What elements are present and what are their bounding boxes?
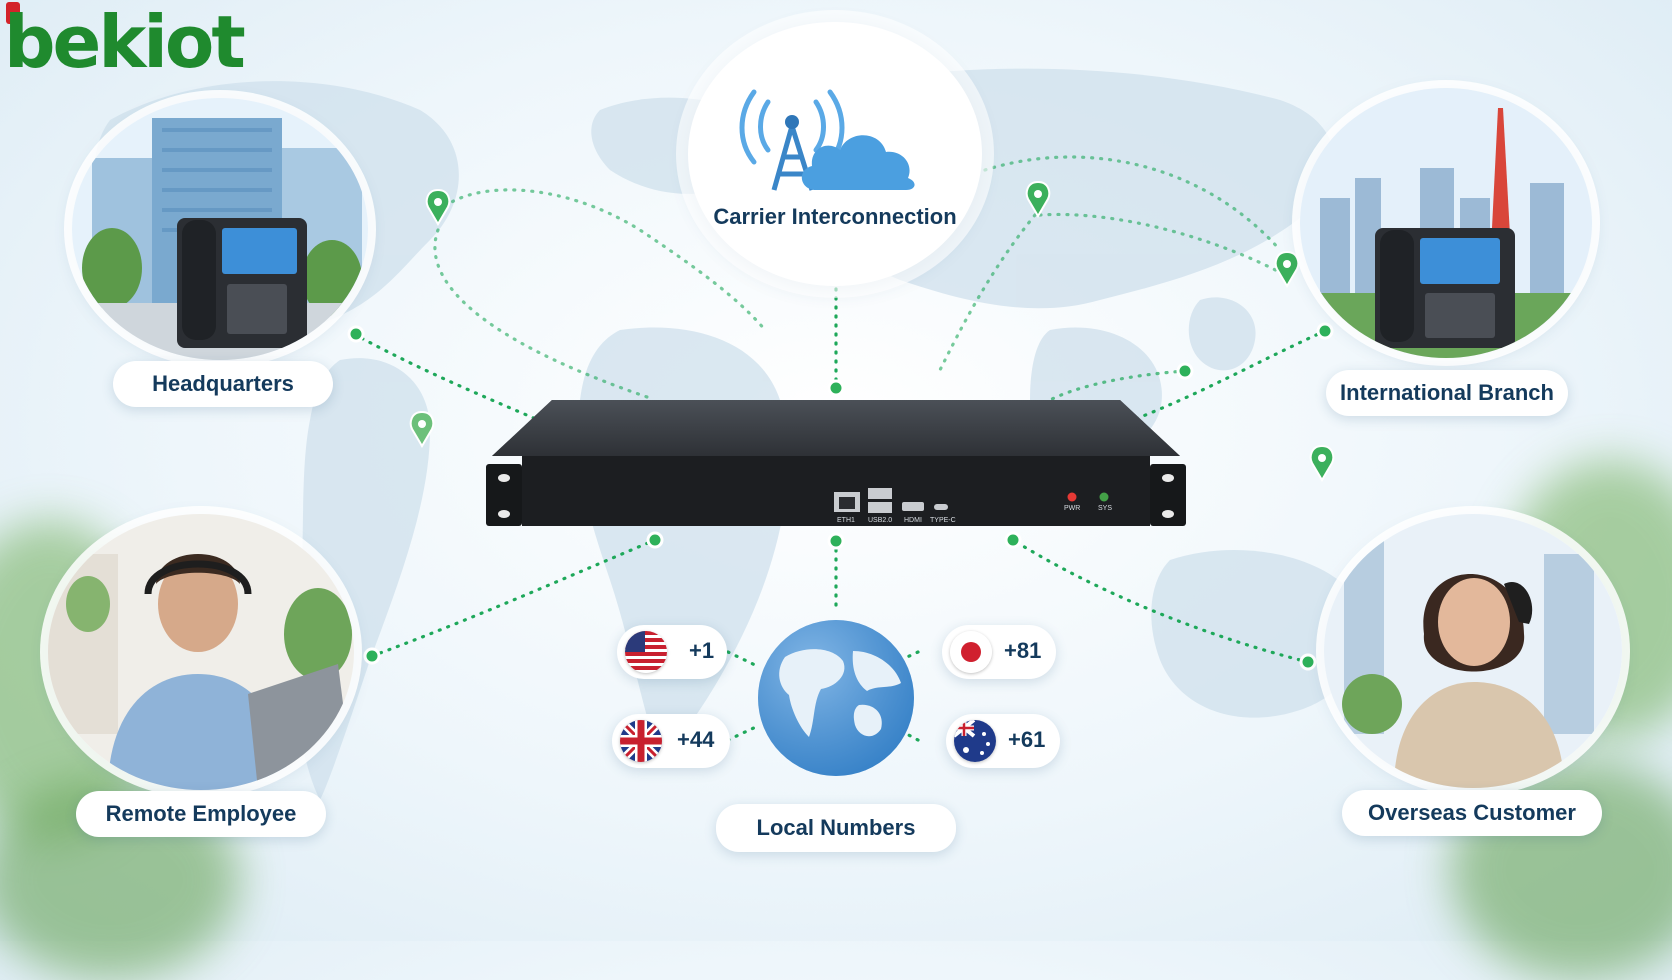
country-code-us: +1 (617, 625, 727, 679)
led-label-sys: SYS (1098, 505, 1113, 512)
cell-tower-cloud-icon (739, 89, 915, 191)
link-node-dot (363, 647, 381, 665)
link-node-dot (347, 325, 365, 343)
country-code-uk: +44 (612, 714, 730, 768)
usb-c-port-icon (934, 504, 948, 510)
globe-icon (758, 620, 914, 776)
link-node-dot (646, 531, 664, 549)
overseas-customer-photo (1324, 514, 1622, 788)
map-pin-icon (425, 188, 451, 226)
link-headquarters-arc2 (433, 228, 652, 400)
map-pin-icons (409, 180, 1335, 482)
pbx-server-device: ETH1 USB2.0 HDMI TYPE-C PWR SYS (482, 396, 1190, 538)
us-flag-icon (625, 631, 667, 673)
link-overseas-customer (1011, 538, 1310, 664)
link-code-uk (726, 723, 762, 742)
logo-text: bekiot (4, 0, 246, 84)
australia-flag-icon (954, 720, 996, 762)
international-branch-photo (1300, 88, 1592, 358)
map-pin-icon (1274, 250, 1300, 288)
led-label-pwr: PWR (1064, 505, 1081, 512)
country-code-label: +81 (1004, 638, 1042, 663)
carrier-interconnection-label: Carrier Interconnection (713, 204, 957, 229)
port-label-usb: USB2.0 (868, 517, 893, 524)
international-branch-label: International Branch (1326, 370, 1568, 416)
headquarters-label: Headquarters (113, 361, 333, 407)
link-headquarters (352, 332, 552, 427)
link-international-mid (1048, 369, 1187, 402)
link-node-dot (827, 532, 845, 550)
connection-links (347, 155, 1335, 742)
link-remote-employee (370, 538, 657, 658)
headquarters-photo (72, 98, 368, 360)
link-international (1118, 329, 1327, 427)
sys-led-icon (1099, 492, 1109, 502)
link-node-dot (1316, 322, 1334, 340)
port-label-typec: TYPE-C (930, 517, 956, 524)
map-pin-icon (1309, 444, 1335, 482)
link-headquarters-arc (436, 188, 767, 332)
link-node-dot (1176, 362, 1194, 380)
remote-employee-label: Remote Employee (76, 791, 326, 837)
logo-accent-mark (6, 2, 20, 24)
country-code-label: +1 (689, 638, 715, 663)
map-pin-icon (409, 410, 435, 448)
link-international-arc2 (1038, 212, 1287, 277)
link-node-dot (1299, 653, 1317, 671)
country-code-label: +61 (1008, 727, 1046, 752)
link-international-arc (983, 155, 1282, 252)
port-label-eth1: ETH1 (837, 517, 855, 524)
usb-port-icon (868, 488, 892, 499)
link-node-dot (1004, 531, 1022, 549)
country-code-jp: +81 (942, 625, 1056, 679)
link-code-us (726, 650, 757, 667)
local-numbers-label: Local Numbers (716, 804, 956, 852)
japan-flag-icon (950, 631, 992, 673)
link-international-arc3 (938, 213, 1037, 372)
carrier-interconnection-node: Carrier Interconnection (688, 22, 982, 286)
uk-flag-icon (620, 720, 662, 762)
country-code-label: +44 (677, 727, 715, 752)
remote-employee-photo (48, 514, 354, 790)
port-label-hdmi: HDMI (904, 517, 922, 524)
overseas-customer-label: Overseas Customer (1342, 790, 1602, 836)
country-code-au: +61 (946, 714, 1060, 768)
map-pin-icon (1025, 180, 1051, 218)
pwr-led-icon (1067, 492, 1077, 502)
rack-server-icon (486, 400, 1186, 526)
link-node-dot (827, 379, 845, 397)
hdmi-port-icon (902, 502, 924, 511)
